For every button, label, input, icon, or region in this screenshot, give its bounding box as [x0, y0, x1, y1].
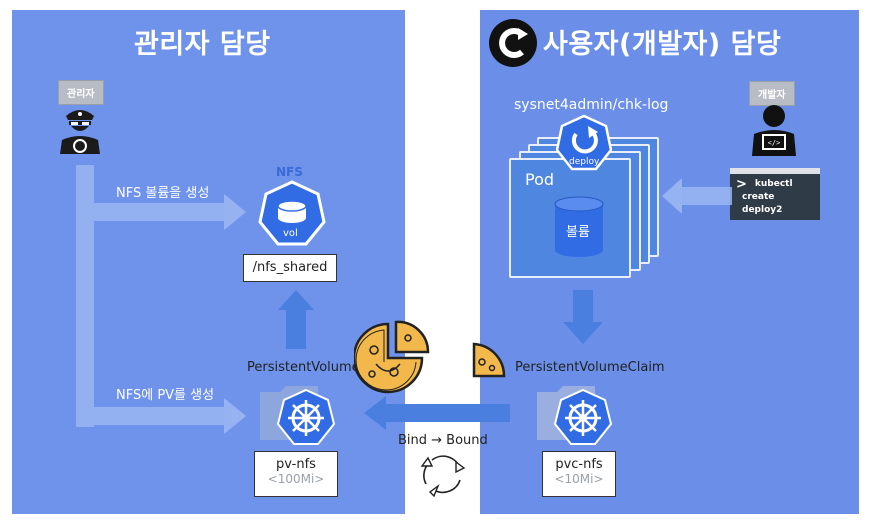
bind-label: Bind → Bound — [398, 433, 488, 448]
pvc-k8s-icon — [537, 386, 613, 445]
nfs-volume-icon — [258, 180, 326, 246]
terminal-line-1: kubectl — [754, 179, 793, 189]
pizza-full-icon — [354, 320, 430, 394]
pvc-name: pvc-nfs — [555, 457, 603, 472]
svg-text:</>: </> — [768, 139, 781, 147]
deploy-arrow — [662, 178, 732, 214]
bind-arrow — [364, 396, 510, 430]
pod-label: Pod — [525, 170, 555, 189]
pvc-label: PersistentVolumeClaim — [515, 360, 665, 375]
admin-person-icon — [60, 110, 100, 154]
pv-label: PersistentVolume — [247, 360, 360, 375]
terminal-line-2: create deploy2 — [742, 192, 783, 215]
nfs-vol-label: vol — [283, 228, 298, 239]
deploy-icon — [556, 114, 612, 171]
pvc-name-box: pvc-nfs <10Mi> — [542, 451, 616, 497]
pod-to-pvc-arrow — [563, 290, 603, 344]
developer-role-badge: 개발자 — [749, 81, 795, 106]
pod-volume-label: 볼륨 — [566, 225, 590, 240]
pv-name-box: pv-nfs <100Mi> — [254, 451, 338, 497]
pv-k8s-icon — [260, 386, 336, 445]
cycle-icon — [420, 455, 466, 498]
create-volume-label: NFS 볼륨을 생성 — [116, 186, 210, 201]
admin-role-badge: 관리자 — [58, 80, 104, 105]
deploy-label: deploy — [569, 157, 600, 167]
logo-icon — [489, 19, 537, 67]
terminal-command: > kubectl create deploy2 — [730, 168, 820, 220]
pod-volume-icon — [554, 196, 604, 257]
developer-person-icon: </> — [752, 105, 796, 156]
pizza-slice-icon — [472, 342, 506, 378]
admin-panel-title: 관리자 담당 — [134, 29, 271, 60]
nfs-path-box: /nfs_shared — [243, 254, 337, 282]
image-name: sysnet4admin/chk-log — [514, 97, 669, 113]
admin-flow-arrows — [76, 165, 314, 434]
nfs-title: NFS — [276, 165, 303, 179]
pvc-size: <10Mi> — [554, 472, 604, 486]
pv-size: <100Mi> — [267, 472, 325, 486]
create-pv-label: NFS에 PV를 생성 — [116, 388, 215, 403]
developer-panel-title: 사용자(개발자) 담당 — [543, 29, 782, 60]
terminal-prompt: > — [736, 177, 747, 192]
nfs-path: /nfs_shared — [252, 260, 328, 275]
pv-name: pv-nfs — [276, 457, 316, 472]
